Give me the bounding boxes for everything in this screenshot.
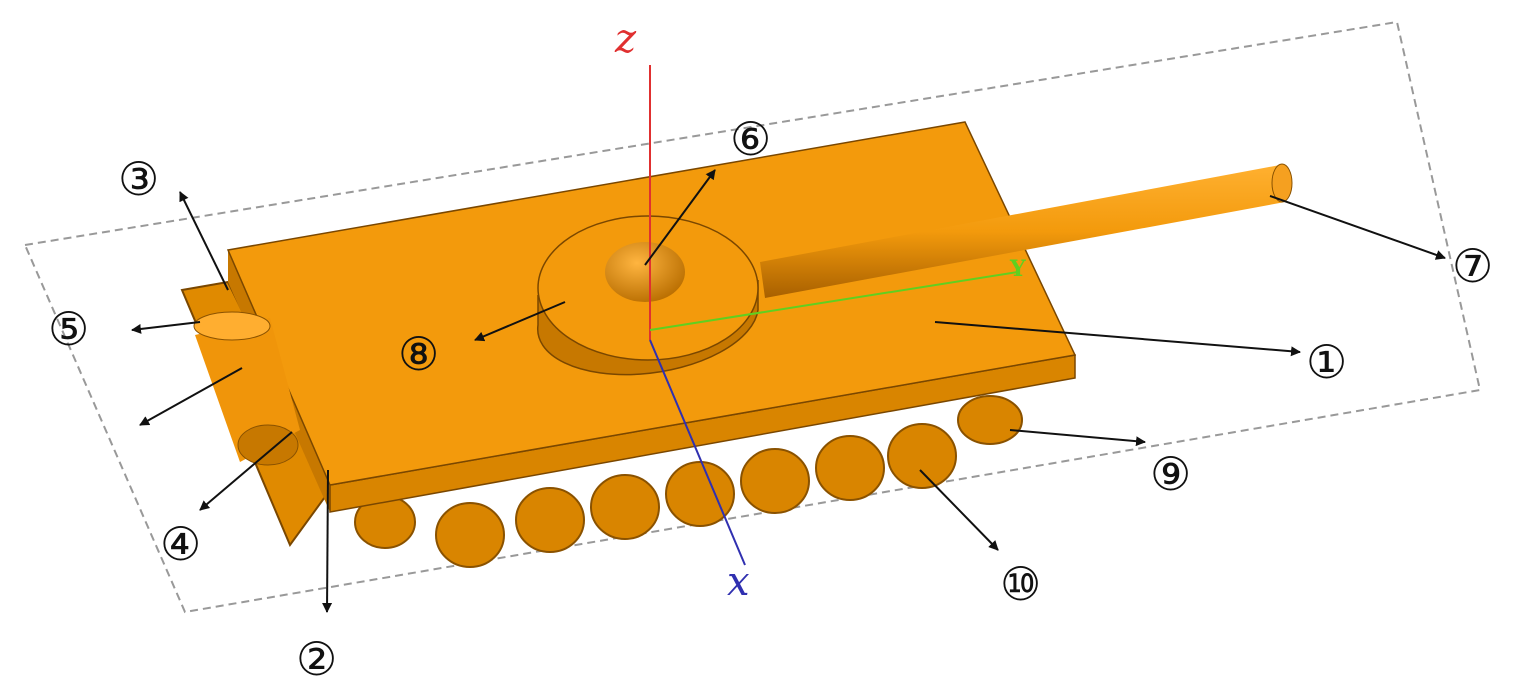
label-8: ⑧ bbox=[398, 327, 439, 381]
gun-barrel bbox=[760, 163, 1293, 298]
road-wheels bbox=[354, 395, 1023, 568]
label-9: ⑨ bbox=[1150, 447, 1191, 501]
x-axis-label: x bbox=[727, 559, 750, 605]
label-10: ⑩ bbox=[1000, 557, 1041, 611]
rear-cylinder bbox=[193, 311, 300, 466]
z-axis-label: z bbox=[614, 16, 637, 62]
label-3: ③ bbox=[118, 152, 159, 206]
turret bbox=[536, 215, 759, 376]
y-axis bbox=[649, 271, 1019, 331]
label-5: ⑤ bbox=[48, 302, 89, 356]
y-axis-label: Y bbox=[1009, 256, 1026, 282]
label-1: ① bbox=[1306, 335, 1347, 389]
reference-plane bbox=[23, 20, 1482, 614]
label-7: ⑦ bbox=[1452, 239, 1493, 293]
x-axis bbox=[649, 339, 746, 566]
label-6: ⑥ bbox=[730, 112, 771, 166]
label-2: ② bbox=[296, 632, 337, 686]
leader-arrows bbox=[131, 169, 1446, 613]
label-4: ④ bbox=[160, 517, 201, 571]
